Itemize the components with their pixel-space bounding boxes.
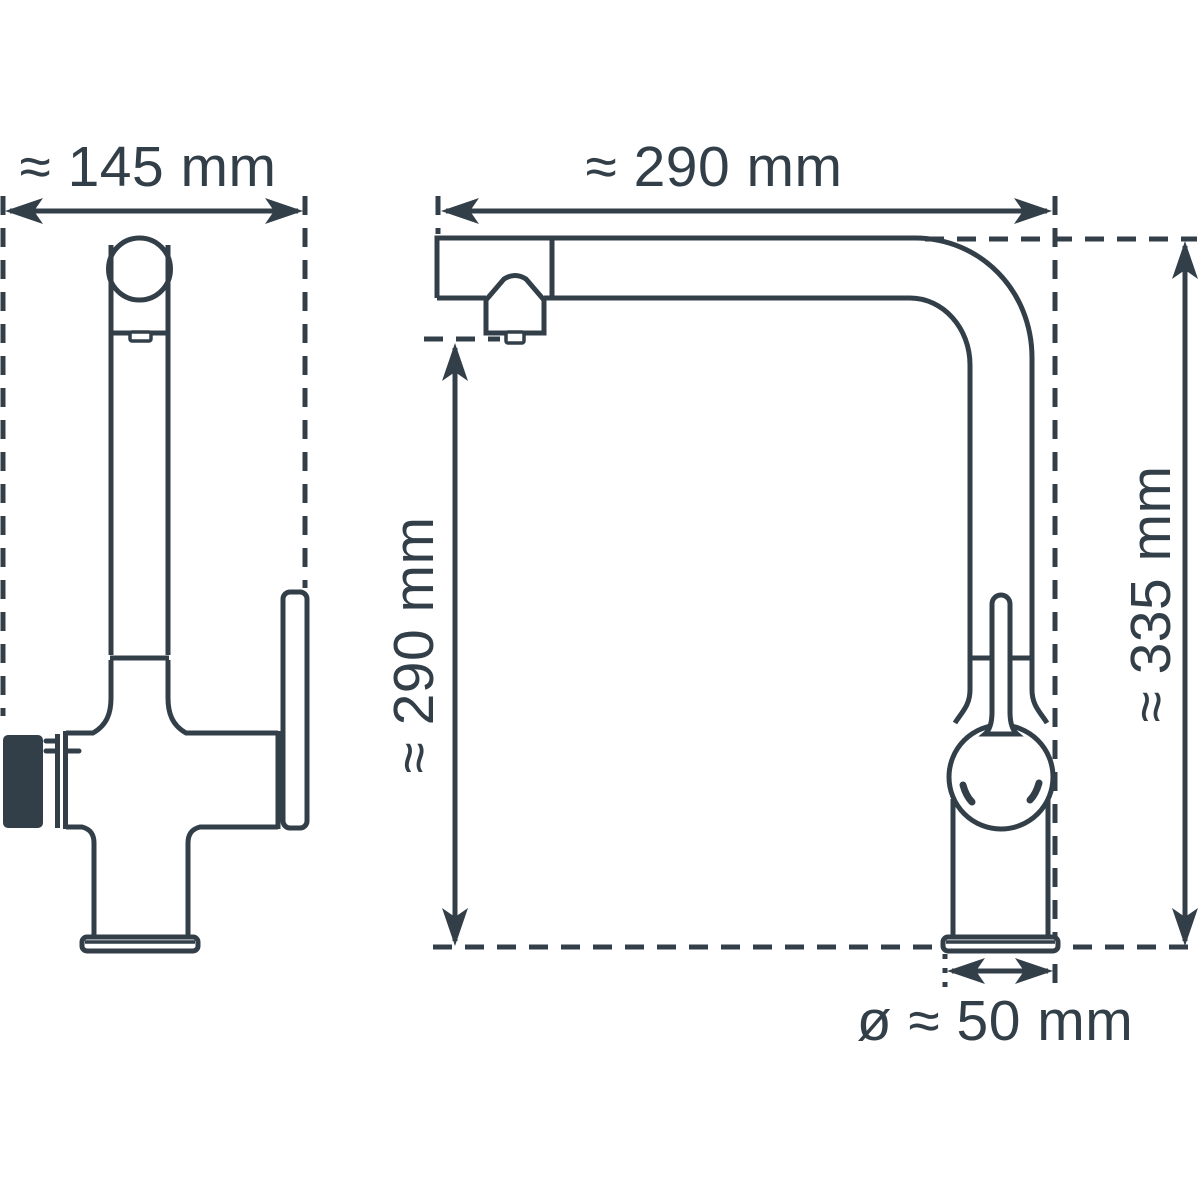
valve-ball [946, 722, 1056, 832]
spout-arm-inner [544, 295, 973, 725]
arrowhead-left [441, 198, 479, 224]
arrowhead-down [442, 908, 468, 946]
arrowhead-down [1172, 908, 1198, 946]
aerator-tip [128, 330, 153, 343]
faucet-front-view [434, 235, 1061, 954]
body-bottom-left [66, 824, 97, 937]
base-flange-front [940, 934, 1061, 954]
arrowhead-left [947, 958, 985, 984]
arrowhead-up [442, 343, 468, 381]
dimension-base-diameter: ø ≈ 50 mm [857, 958, 1133, 1053]
dimension-front-reach: ≈ 290 mm [441, 135, 1052, 224]
body-top-right [165, 660, 278, 736]
faucet-side-view [3, 235, 310, 954]
spout-column [108, 333, 171, 655]
spray-head-block [3, 735, 43, 828]
spout-nozzle [483, 273, 547, 336]
lever-handle-side [280, 589, 310, 831]
arrowhead-left [5, 198, 43, 224]
dimension-total-height-label: ≈ 335 mm [1119, 465, 1183, 722]
lever-stick [978, 592, 1024, 737]
arrowhead-up [1172, 241, 1198, 279]
arrowhead-right [265, 198, 303, 224]
body-top-left [66, 660, 114, 736]
spout-nozzle-front-circle [106, 235, 173, 303]
dimension-spout-height: ≈ 290 mm [382, 343, 468, 946]
dimension-base-diameter-label: ø ≈ 50 mm [857, 989, 1133, 1053]
reference-lines [0, 196, 1197, 991]
dimension-front-reach-label: ≈ 290 mm [585, 135, 842, 199]
dimension-spout-height-label: ≈ 290 mm [382, 516, 446, 773]
body-bottom-right [185, 824, 278, 937]
dimension-total-height: ≈ 335 mm [1119, 241, 1198, 946]
ball-tick-left [959, 781, 976, 806]
base-flange-side [79, 934, 201, 954]
dimension-side-width: ≈ 145 mm [5, 135, 303, 224]
dimension-side-width-label: ≈ 145 mm [19, 135, 276, 199]
arrowhead-right [1014, 198, 1052, 224]
ball-tick-right [1026, 779, 1043, 804]
spout-arm-outer [434, 235, 1050, 725]
aerator-tip [504, 330, 526, 345]
arrowhead-right [1015, 958, 1053, 984]
